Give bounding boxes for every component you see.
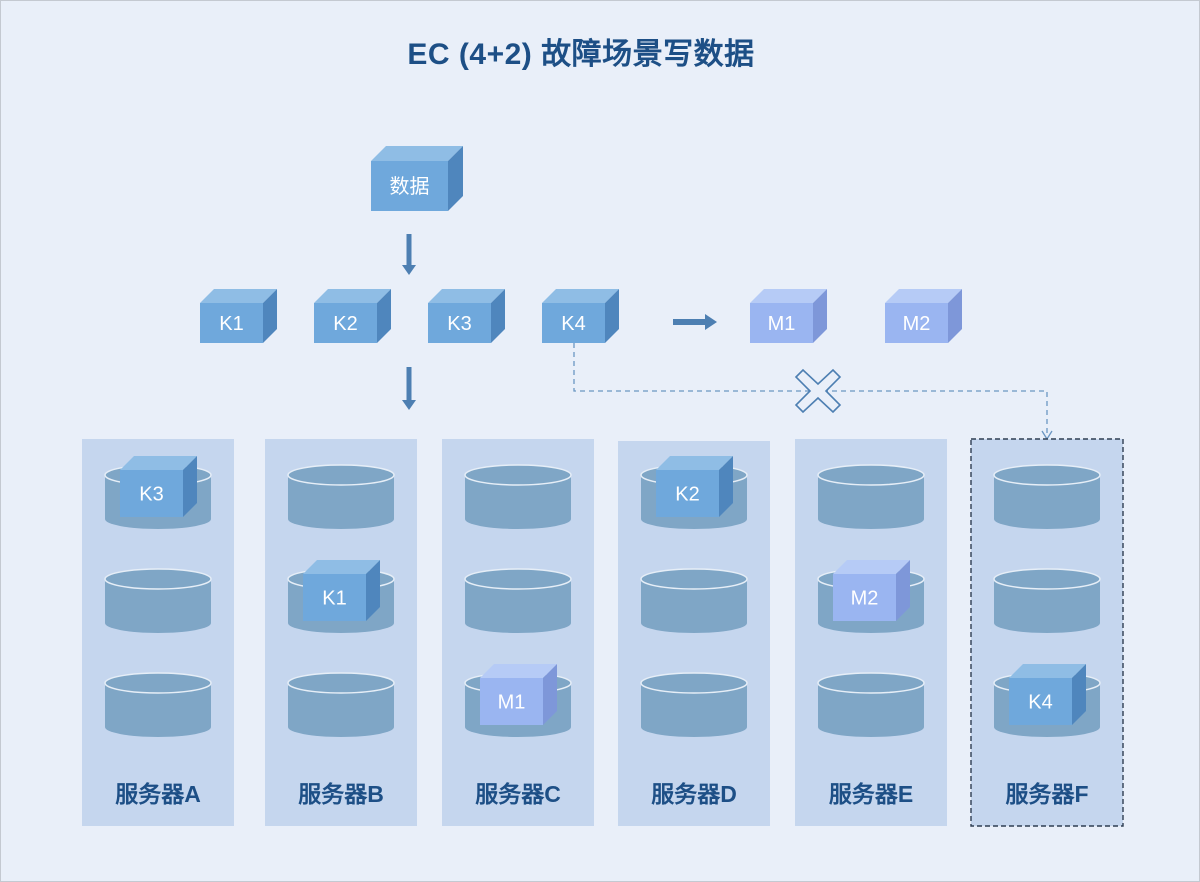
stored-block-m1: M1 — [480, 664, 557, 725]
block-k2-front-face — [314, 303, 377, 343]
block-k3-front-face — [428, 303, 491, 343]
server-label: 服务器F — [1005, 781, 1088, 807]
stored-block-m1-side-face — [543, 664, 557, 725]
block-k1-top-face — [200, 289, 277, 303]
block-k4-front-face — [542, 303, 605, 343]
stored-block-k3-front-face — [120, 470, 183, 517]
split-arrow — [402, 234, 416, 275]
stored-block-m1-front-face — [480, 678, 543, 725]
stored-block-k3-label: K3 — [139, 484, 163, 506]
encode-arrow — [673, 314, 717, 330]
server-label: 服务器A — [115, 781, 201, 807]
stored-block-k2: K2 — [656, 456, 733, 517]
stored-block-k1-top-face — [303, 560, 380, 574]
block-m2: M2 — [885, 289, 962, 343]
block-k3-label: K3 — [447, 313, 471, 335]
server-label: 服务器E — [829, 781, 913, 807]
block-m1-top-face — [750, 289, 827, 303]
block-m1-label: M1 — [768, 313, 796, 335]
stored-block-m2-side-face — [896, 560, 910, 621]
disk-3 — [640, 672, 748, 737]
stored-block-m2-top-face — [833, 560, 910, 574]
stored-block-m1-label: M1 — [498, 692, 526, 714]
stored-block-k3: K3 — [120, 456, 197, 517]
stored-block-k4-side-face — [1072, 664, 1086, 725]
block-k2-side-face — [377, 289, 391, 343]
stored-block-k4-front-face — [1009, 678, 1072, 725]
block-k1-side-face — [263, 289, 277, 343]
block-k4-side-face — [605, 289, 619, 343]
disk-2 — [640, 568, 748, 633]
source-data-block: 数据 — [371, 146, 463, 211]
block-k1-front-face — [200, 303, 263, 343]
block-k3-top-face — [428, 289, 505, 303]
server-label: 服务器D — [651, 781, 737, 807]
stored-block-k2-side-face — [719, 456, 733, 517]
stored-block-k1: K1 — [303, 560, 380, 621]
stored-block-k4: K4 — [1009, 664, 1086, 725]
block-k4-top-face — [542, 289, 619, 303]
source-data-block-top-face — [371, 146, 463, 161]
block-k2-label: K2 — [333, 313, 357, 335]
block-k1: K1 — [200, 289, 277, 343]
block-m2-front-face — [885, 303, 948, 343]
disk-2 — [993, 568, 1101, 633]
block-k1-label: K1 — [219, 313, 243, 335]
stored-block-k1-label: K1 — [322, 588, 346, 610]
block-m1-side-face — [813, 289, 827, 343]
disk-3 — [287, 672, 395, 737]
source-data-block-side-face — [448, 146, 463, 211]
block-m2-top-face — [885, 289, 962, 303]
source-data-block-label: 数据 — [390, 175, 430, 198]
stored-block-m1-top-face — [480, 664, 557, 678]
disk-2 — [104, 568, 212, 633]
block-m2-side-face — [948, 289, 962, 343]
disk-2 — [464, 568, 572, 633]
stored-block-m2-label: M2 — [851, 588, 879, 610]
stored-block-m2-front-face — [833, 574, 896, 621]
stored-block-k1-front-face — [303, 574, 366, 621]
stored-block-k2-label: K2 — [675, 484, 699, 506]
stored-block-k1-side-face — [366, 560, 380, 621]
stored-block-k2-front-face — [656, 470, 719, 517]
disk-3 — [104, 672, 212, 737]
stored-block-k4-label: K4 — [1028, 692, 1052, 714]
stored-block-k4-top-face — [1009, 664, 1086, 678]
disk-1 — [817, 464, 925, 529]
disk-3 — [817, 672, 925, 737]
block-k3: K3 — [428, 289, 505, 343]
failure-x-icon — [794, 368, 842, 414]
server-label: 服务器B — [298, 781, 384, 807]
stored-block-k2-top-face — [656, 456, 733, 470]
k4-failed-write-path — [573, 343, 1048, 433]
block-m2-label: M2 — [903, 313, 931, 335]
stored-block-k3-side-face — [183, 456, 197, 517]
stored-block-m2: M2 — [833, 560, 910, 621]
source-data-block-front-face — [371, 161, 448, 211]
diagram-title: EC (4+2) 故障场景写数据 — [407, 38, 755, 71]
block-k2: K2 — [314, 289, 391, 343]
block-k4-label: K4 — [561, 313, 585, 335]
disk-1 — [464, 464, 572, 529]
server-label: 服务器C — [475, 781, 561, 807]
stored-block-k3-top-face — [120, 456, 197, 470]
block-k3-side-face — [491, 289, 505, 343]
disk-1 — [287, 464, 395, 529]
block-m1-front-face — [750, 303, 813, 343]
distribute-arrow — [402, 367, 416, 410]
block-k4: K4 — [542, 289, 619, 343]
block-m1: M1 — [750, 289, 827, 343]
block-k2-top-face — [314, 289, 391, 303]
disk-1 — [993, 464, 1101, 529]
